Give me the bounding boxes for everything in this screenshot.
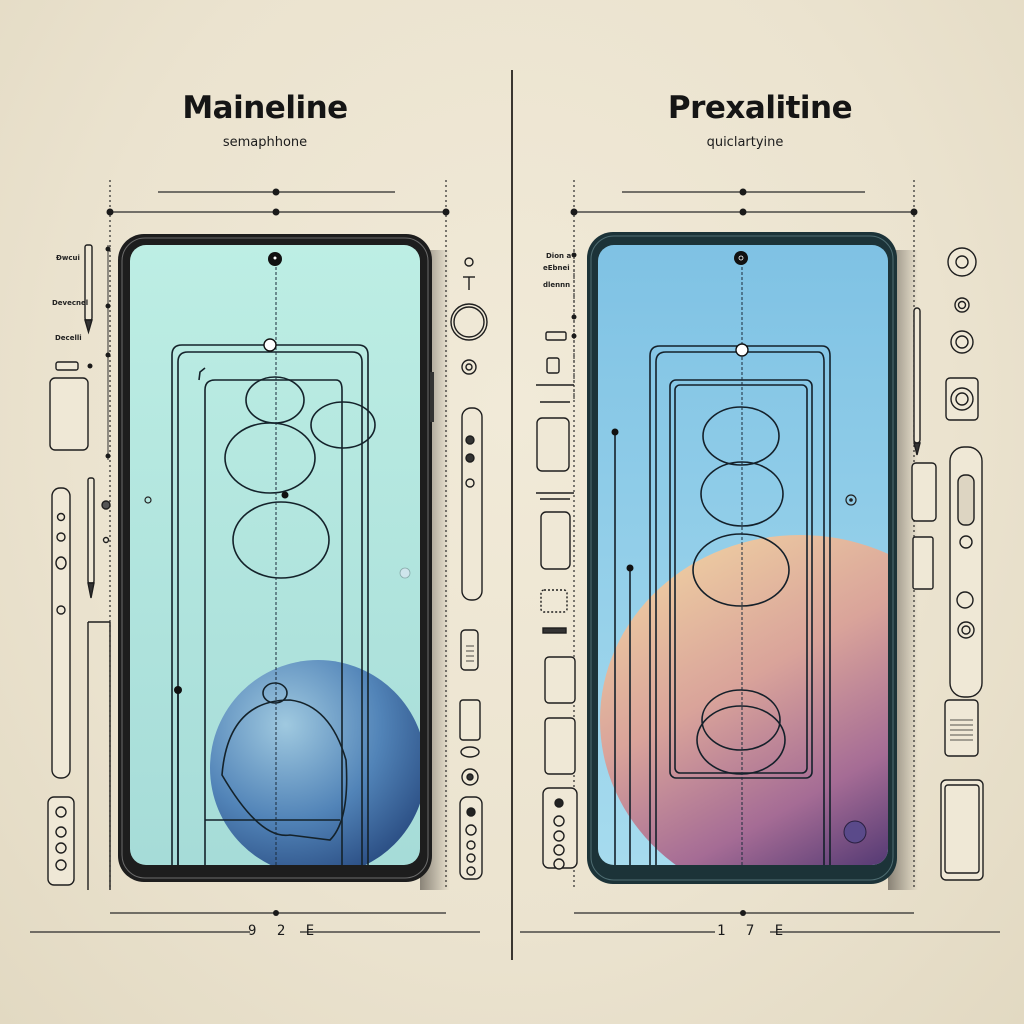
- right-phone-side-parts: [911, 247, 984, 881]
- right-phone: [587, 232, 918, 890]
- right-phone-left-parts: [536, 245, 578, 870]
- left-side-label-2: Devecnel: [52, 299, 88, 307]
- right-dimension-label: 1 7 E: [717, 923, 790, 939]
- right-side-label-1: Dion a: [546, 252, 571, 260]
- left-side-label-1: Ðwcui: [56, 254, 80, 262]
- right-front-camera-icon: [734, 251, 748, 265]
- left-dimension-label: 9 2 E: [248, 923, 321, 939]
- left-side-label-3: Decelli: [55, 334, 82, 342]
- left-product-title: Maineline: [182, 90, 348, 126]
- right-product-title: Prexalitine: [667, 90, 853, 126]
- left-side-components: [47, 244, 111, 890]
- left-product-subtitle: semaphhone: [222, 135, 308, 150]
- left-phone: [118, 234, 450, 890]
- left-phone-side-parts: [450, 257, 488, 880]
- right-side-label-2: eEbnei: [543, 264, 570, 272]
- center-divider: [511, 70, 513, 960]
- right-spec-sheet-lines: [950, 719, 973, 741]
- right-product-subtitle: quiclartyine: [706, 135, 784, 150]
- right-side-label-3: dlennn: [543, 281, 570, 289]
